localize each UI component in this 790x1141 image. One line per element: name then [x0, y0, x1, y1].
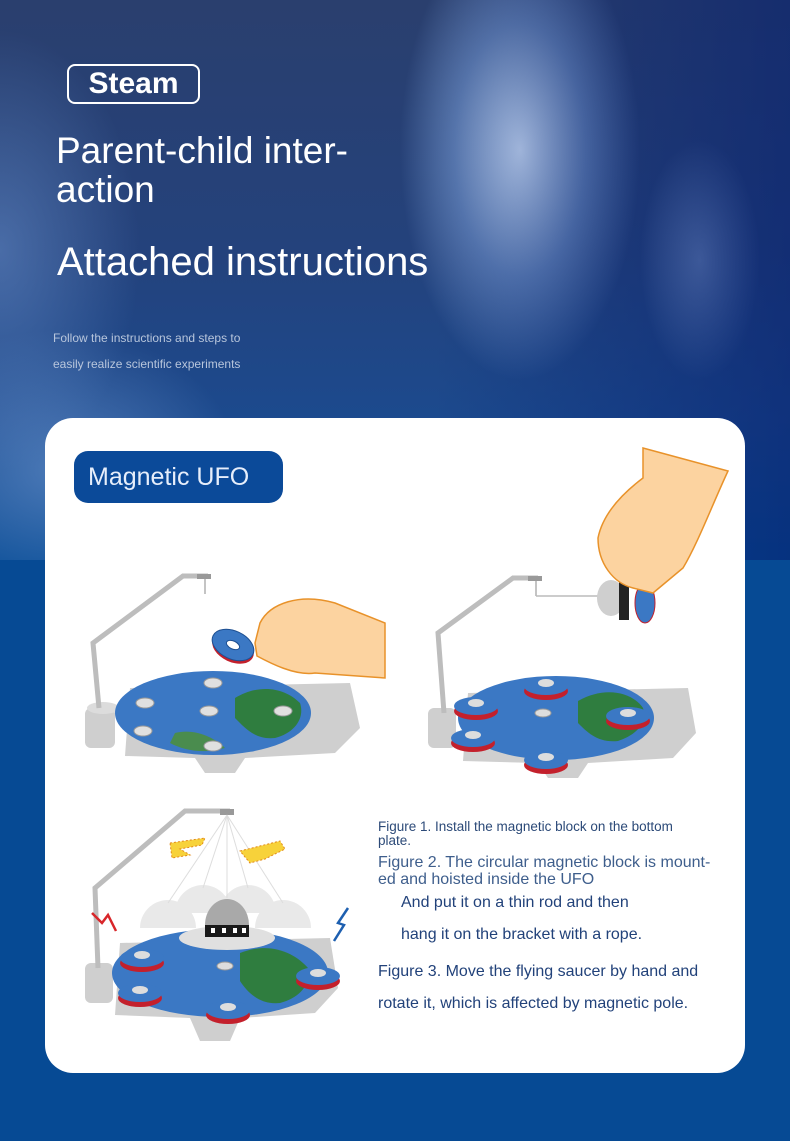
caption-figure-2-line3: And put it on a thin rod and then: [401, 894, 629, 911]
hand-placing-magnet-illustration: [85, 573, 386, 773]
page-title-line2: action: [56, 169, 155, 210]
caption-figure-2: Figure 2. The circular magnetic block is…: [378, 854, 711, 888]
caption-figure-1: Figure 1. Install the magnetic block on …: [378, 819, 673, 848]
description-line2: easily realize scientific experiments: [53, 357, 241, 371]
product-label-pill: Magnetic UFO: [74, 451, 283, 503]
caption-figure-3-line2: rotate it, which is affected by magnetic…: [378, 995, 689, 1012]
description-line1: Follow the instructions and steps to: [53, 331, 241, 345]
hand-hanging-ufo-illustration: [428, 447, 730, 778]
steam-badge-label: Steam: [88, 67, 179, 100]
caption-figure-3-line1: Figure 3. Move the flying saucer by hand…: [378, 963, 699, 980]
page-title-line1: Parent-child inter-: [56, 130, 349, 171]
product-label: Magnetic UFO: [88, 462, 250, 491]
instructions-card: Magnetic UFO: [45, 418, 745, 1073]
page-subtitle: Attached instructions: [57, 240, 429, 284]
steam-badge: Steam: [67, 64, 200, 104]
swinging-ufo-illustration: [85, 808, 350, 1041]
caption-figure-2-line4: hang it on the bracket with a rope.: [401, 926, 643, 943]
stacked-magnets: [451, 677, 650, 774]
page-title: Parent-child inter- action: [56, 131, 386, 209]
